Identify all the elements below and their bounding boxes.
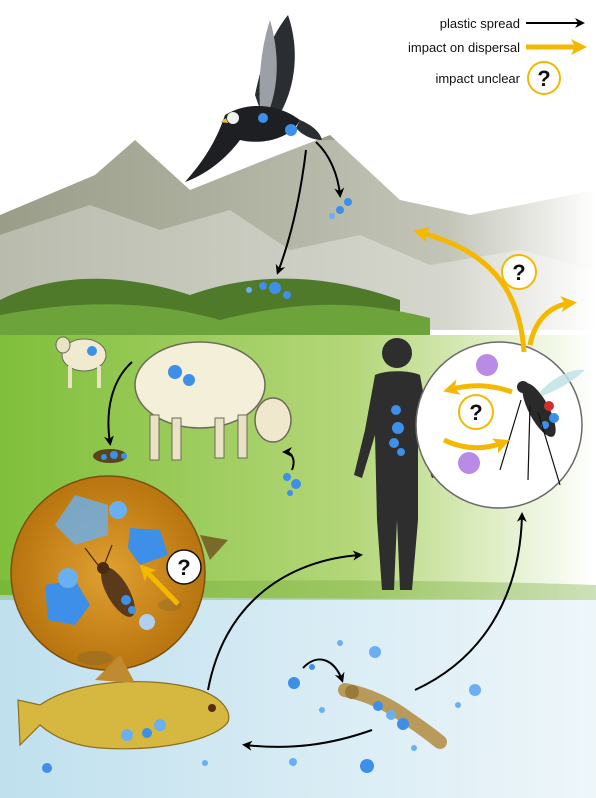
svg-text:?: ? <box>512 260 525 285</box>
legend: plastic spread impact on dispersal impac… <box>408 16 582 94</box>
legend-label-impact-on-dispersal: impact on dispersal <box>408 40 520 55</box>
svg-text:?: ? <box>469 400 482 425</box>
unclear-marker-beetle: ? <box>167 550 201 584</box>
unclear-marker-mosquito: ? <box>459 395 493 429</box>
unclear-marker-sky: ? <box>502 255 536 289</box>
legend-label-impact-unclear: impact unclear <box>435 71 520 86</box>
svg-text:?: ? <box>537 66 550 91</box>
legend-label-plastic-spread: plastic spread <box>440 16 520 31</box>
legend-unclear-icon: ? <box>528 62 560 94</box>
svg-text:?: ? <box>177 555 190 580</box>
